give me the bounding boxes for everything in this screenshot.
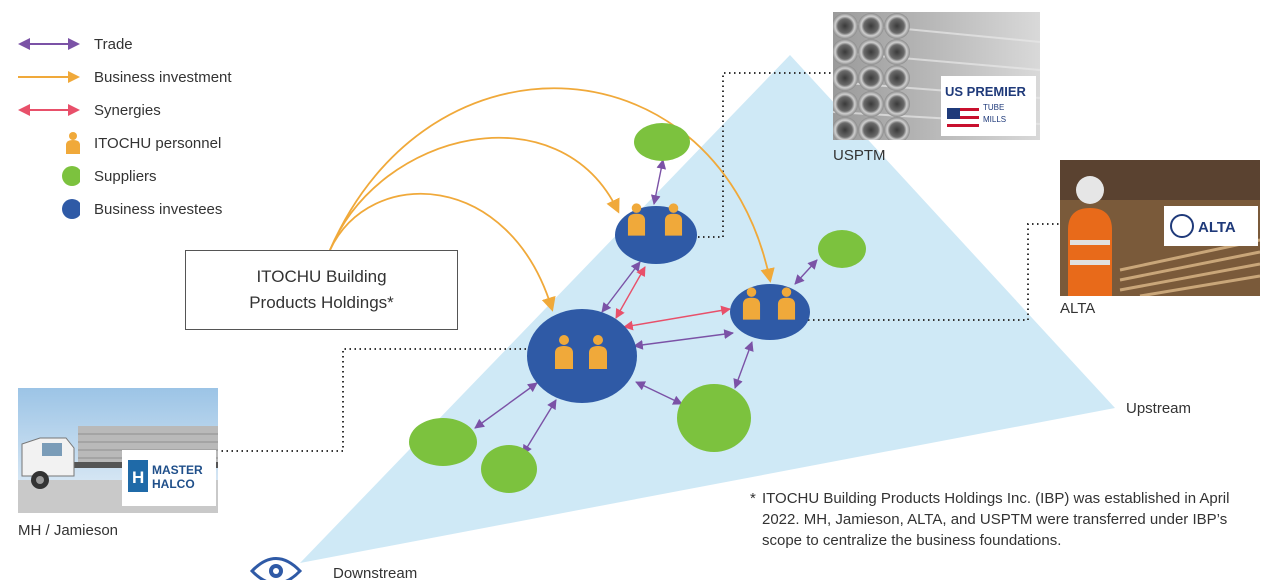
investment-arrow-mh — [329, 193, 556, 312]
alta-photo: ALTA — [1060, 160, 1260, 296]
investee-circle-icon — [62, 199, 82, 219]
trade-arrow — [522, 399, 557, 455]
synergy-arrow — [615, 266, 646, 319]
legend-item-business-investees: Business investees — [18, 198, 222, 220]
trade-arrow — [733, 341, 754, 389]
investment-arrow-alta — [329, 87, 775, 283]
legend-item-itochu-personnel: ITOCHU personnel — [18, 132, 221, 154]
trade-arrow-icon — [18, 38, 80, 50]
legend-item-suppliers: Suppliers — [18, 165, 157, 187]
trade-arrows — [474, 159, 818, 455]
legend-label: Trade — [94, 35, 133, 53]
investment-arrows — [329, 87, 775, 312]
mh-jamieson-photo: H MASTER HALCO — [18, 388, 218, 513]
legend-label: Business investment — [94, 68, 232, 86]
trade-arrow — [635, 381, 683, 405]
legend-item-trade: Trade — [18, 33, 133, 55]
investment-arrow-icon — [18, 71, 80, 83]
flag-icon — [947, 108, 979, 128]
usptm-photo: US PREMIER TUBE MILLS — [833, 12, 1040, 140]
supplier-circle-icon — [62, 166, 82, 186]
holding-company-box: ITOCHU Building Products Holdings* — [185, 250, 458, 330]
alta-logo-text: ALTA — [1198, 219, 1236, 236]
investment-arrow-usptm — [329, 136, 620, 251]
mh-jamieson-label: MH / Jamieson — [18, 522, 119, 539]
connector-mh — [218, 348, 526, 452]
truck-image: H MASTER HALCO — [18, 388, 218, 513]
synergy-arrow-icon — [18, 104, 80, 116]
supplier-circle — [409, 418, 477, 466]
legend-item-business-investment: Business investment — [18, 66, 232, 88]
supplier-circle — [481, 445, 537, 493]
investee-mh-circle — [527, 309, 637, 403]
dotted-connectors — [218, 72, 1060, 452]
usptm-label: USPTM — [833, 147, 886, 164]
warehouse-worker-image: ALTA — [1060, 160, 1260, 296]
steel-tubes-image: US PREMIER TUBE MILLS — [833, 12, 1040, 140]
legend-label: Business investees — [94, 200, 223, 218]
supplier-circle — [677, 384, 751, 452]
investee-alta-circle — [730, 284, 810, 340]
legend-label: Suppliers — [94, 167, 157, 185]
connector-usptm — [693, 72, 833, 238]
alta-label: ALTA — [1060, 300, 1096, 317]
holding-title-line1: ITOCHU Building — [256, 267, 387, 286]
supplier-circle — [634, 123, 690, 161]
investee-usptm-circle — [615, 206, 697, 264]
connector-alta — [808, 223, 1060, 321]
footnote-marker: * — [750, 490, 756, 507]
trade-arrow — [633, 329, 734, 350]
legend-label: Synergies — [94, 101, 161, 119]
holding-title-line2: Products Holdings* — [249, 293, 394, 312]
downstream-label: Downstream — [333, 565, 418, 582]
synergy-arrows — [615, 266, 731, 331]
trade-arrow — [474, 382, 538, 429]
legend-item-synergies: Synergies — [18, 99, 161, 121]
trade-arrow — [650, 159, 667, 205]
trade-arrow — [794, 259, 818, 285]
eye-icon — [249, 557, 303, 580]
footnote: * ITOCHU Building Products Holdings Inc.… — [750, 488, 1260, 551]
usptm-logo-line2: TUBE — [983, 103, 1004, 112]
usptm-logo-line3: MILLS — [983, 115, 1006, 124]
person-icon — [66, 132, 80, 154]
footnote-text: ITOCHU Building Products Holdings Inc. (… — [762, 490, 1230, 549]
mh-logo-line1: MASTER — [152, 463, 203, 477]
suppliers — [409, 123, 866, 493]
master-halco-logo-icon: H — [128, 460, 148, 492]
alta-logo-icon — [1170, 214, 1194, 238]
usptm-logo-line1: US PREMIER — [945, 84, 1027, 99]
supplier-circle — [818, 230, 866, 268]
svg-text:H: H — [132, 468, 144, 487]
legend-label: ITOCHU personnel — [94, 134, 222, 152]
synergy-arrow — [623, 305, 731, 331]
mh-logo-line2: HALCO — [152, 477, 195, 491]
upstream-label: Upstream — [1126, 400, 1192, 417]
